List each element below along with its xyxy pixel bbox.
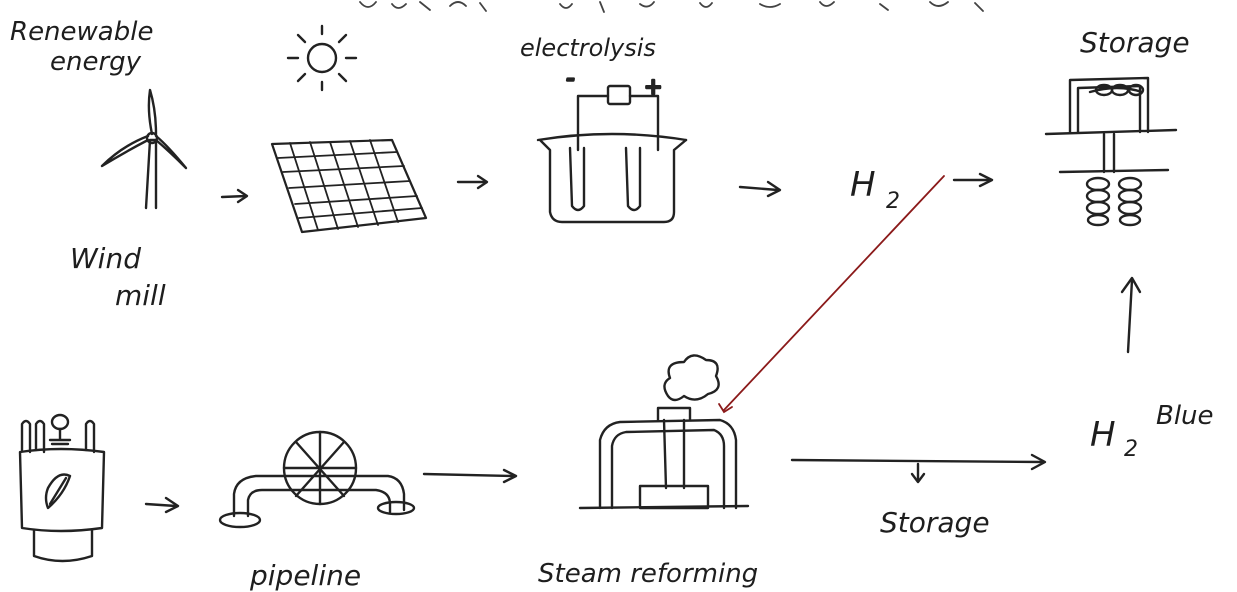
renewable-energy-label-line2: energy bbox=[50, 47, 142, 77]
h2-blue-suffix-label: Blue bbox=[1156, 401, 1214, 431]
wind-turbine-icon bbox=[102, 90, 186, 208]
solar-panel-icon bbox=[272, 140, 426, 232]
h2-blue-label: H bbox=[1090, 415, 1116, 455]
steam-reformer-icon bbox=[580, 355, 748, 508]
storage-tank-icon bbox=[1046, 78, 1176, 225]
renewable-energy-label-line1: Renewable bbox=[10, 17, 153, 47]
electrode-minus-sign: - bbox=[566, 64, 575, 92]
storage-bottom-label: Storage bbox=[880, 506, 990, 539]
cropped-title-strokes bbox=[360, 2, 983, 12]
h2-blue-subscript: 2 bbox=[1124, 437, 1138, 462]
arrow-branch-to-storage bbox=[912, 464, 924, 482]
wind-mill-label-line1: Wind bbox=[70, 242, 141, 275]
arrow-solar-to-electrolysis bbox=[458, 176, 487, 188]
electrolysis-label: electrolysis bbox=[520, 34, 656, 62]
steam-reforming-label: Steam reforming bbox=[538, 559, 758, 589]
wind-mill-label-line2: mill bbox=[115, 279, 166, 312]
pipeline-label: pipeline bbox=[249, 559, 361, 592]
gas-cylinder-icon bbox=[20, 415, 104, 561]
sun-icon bbox=[288, 26, 356, 90]
arrow-cylinder-to-pipeline bbox=[146, 498, 178, 512]
arrow-electrolysis-to-h2 bbox=[740, 182, 780, 196]
arrow-windmill-to-solar bbox=[222, 190, 247, 202]
h2-green-subscript: 2 bbox=[886, 189, 900, 214]
red-connector-h2-to-reformer bbox=[719, 176, 944, 412]
arrow-h2-blue-to-storage bbox=[1122, 278, 1140, 352]
h2-green-label: H bbox=[850, 165, 876, 205]
storage-coils bbox=[1087, 178, 1141, 225]
electrolysis-cell-icon: - + bbox=[538, 64, 686, 222]
arrow-pipeline-to-reformer bbox=[424, 470, 516, 482]
pipeline-valve-icon bbox=[220, 432, 414, 527]
arrow-h2-to-storage bbox=[954, 174, 992, 186]
storage-top-label: Storage bbox=[1080, 26, 1190, 59]
